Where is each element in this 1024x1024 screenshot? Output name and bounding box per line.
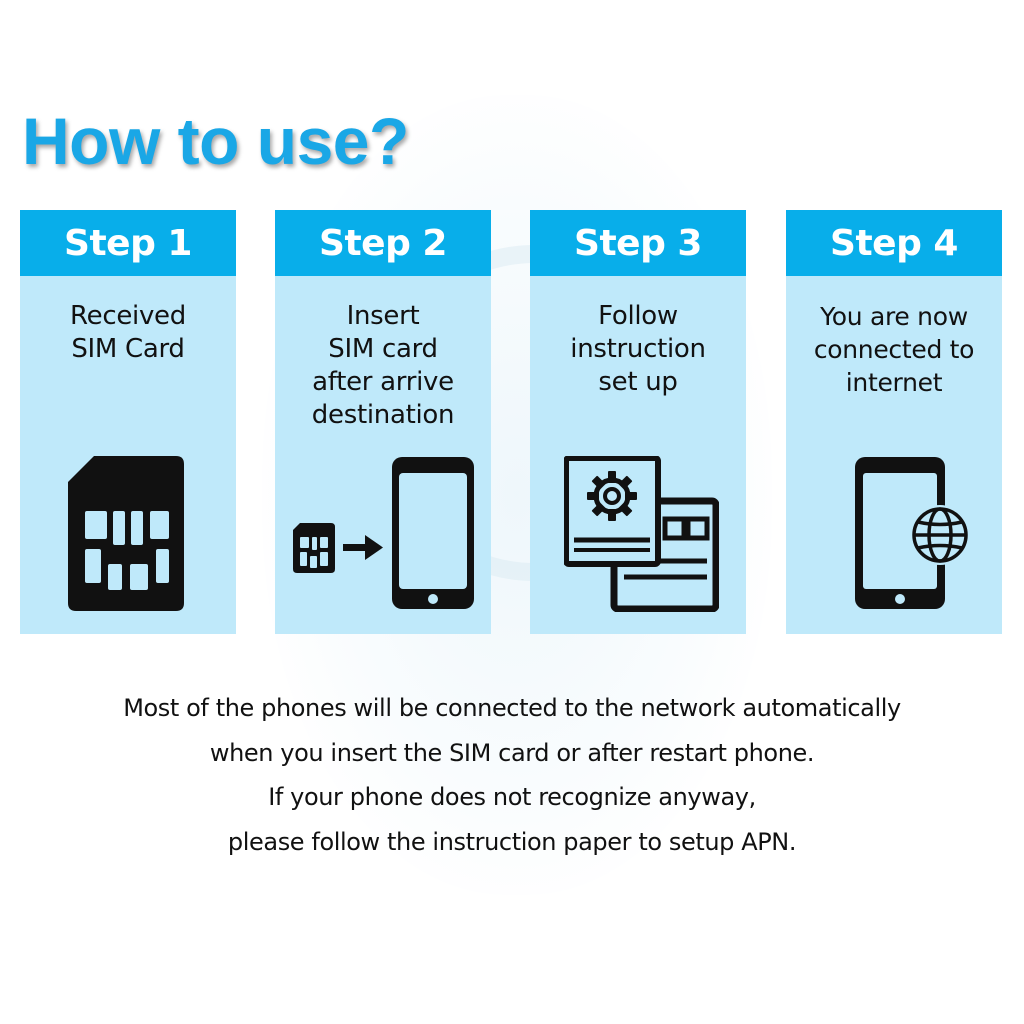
step-card-2: Step 2 Insert SIM card after arrive dest… [275, 210, 491, 634]
footer-line-2: when you insert the SIM card or after re… [209, 738, 815, 767]
footer-line-4: please follow the instruction paper to s… [227, 827, 797, 856]
sim-card-icon [68, 456, 184, 611]
step-4-header: Step 4 [786, 210, 1002, 276]
step-3-header: Step 3 [530, 210, 746, 276]
step-4-text: You are now connected to internet [813, 302, 975, 397]
sim-to-phone-icon [293, 457, 474, 609]
step-3-text: Follow instruction set up [570, 301, 706, 397]
step-card-1: Step 1 Received SIM Card [20, 210, 236, 634]
step-2-text: Insert SIM card after arrive destination [311, 301, 455, 430]
step-card-3: Step 3 Follow instruction set up [530, 210, 746, 634]
step-1-text: Received SIM Card [70, 301, 186, 364]
instructions-footer: Most of the phones will be connected to … [0, 686, 1024, 864]
page-title: How to use? [22, 104, 409, 178]
step-1-header: Step 1 [20, 210, 236, 276]
footer-line-3: If your phone does not recognize anyway, [268, 783, 756, 811]
step-2-header: Step 2 [275, 210, 491, 276]
step-card-4: Step 4 You are now connected to internet [786, 210, 1002, 634]
footer-line-1: Most of the phones will be connected to … [123, 694, 901, 722]
settings-instructions-icon [564, 456, 719, 612]
phone-globe-icon [855, 457, 970, 609]
